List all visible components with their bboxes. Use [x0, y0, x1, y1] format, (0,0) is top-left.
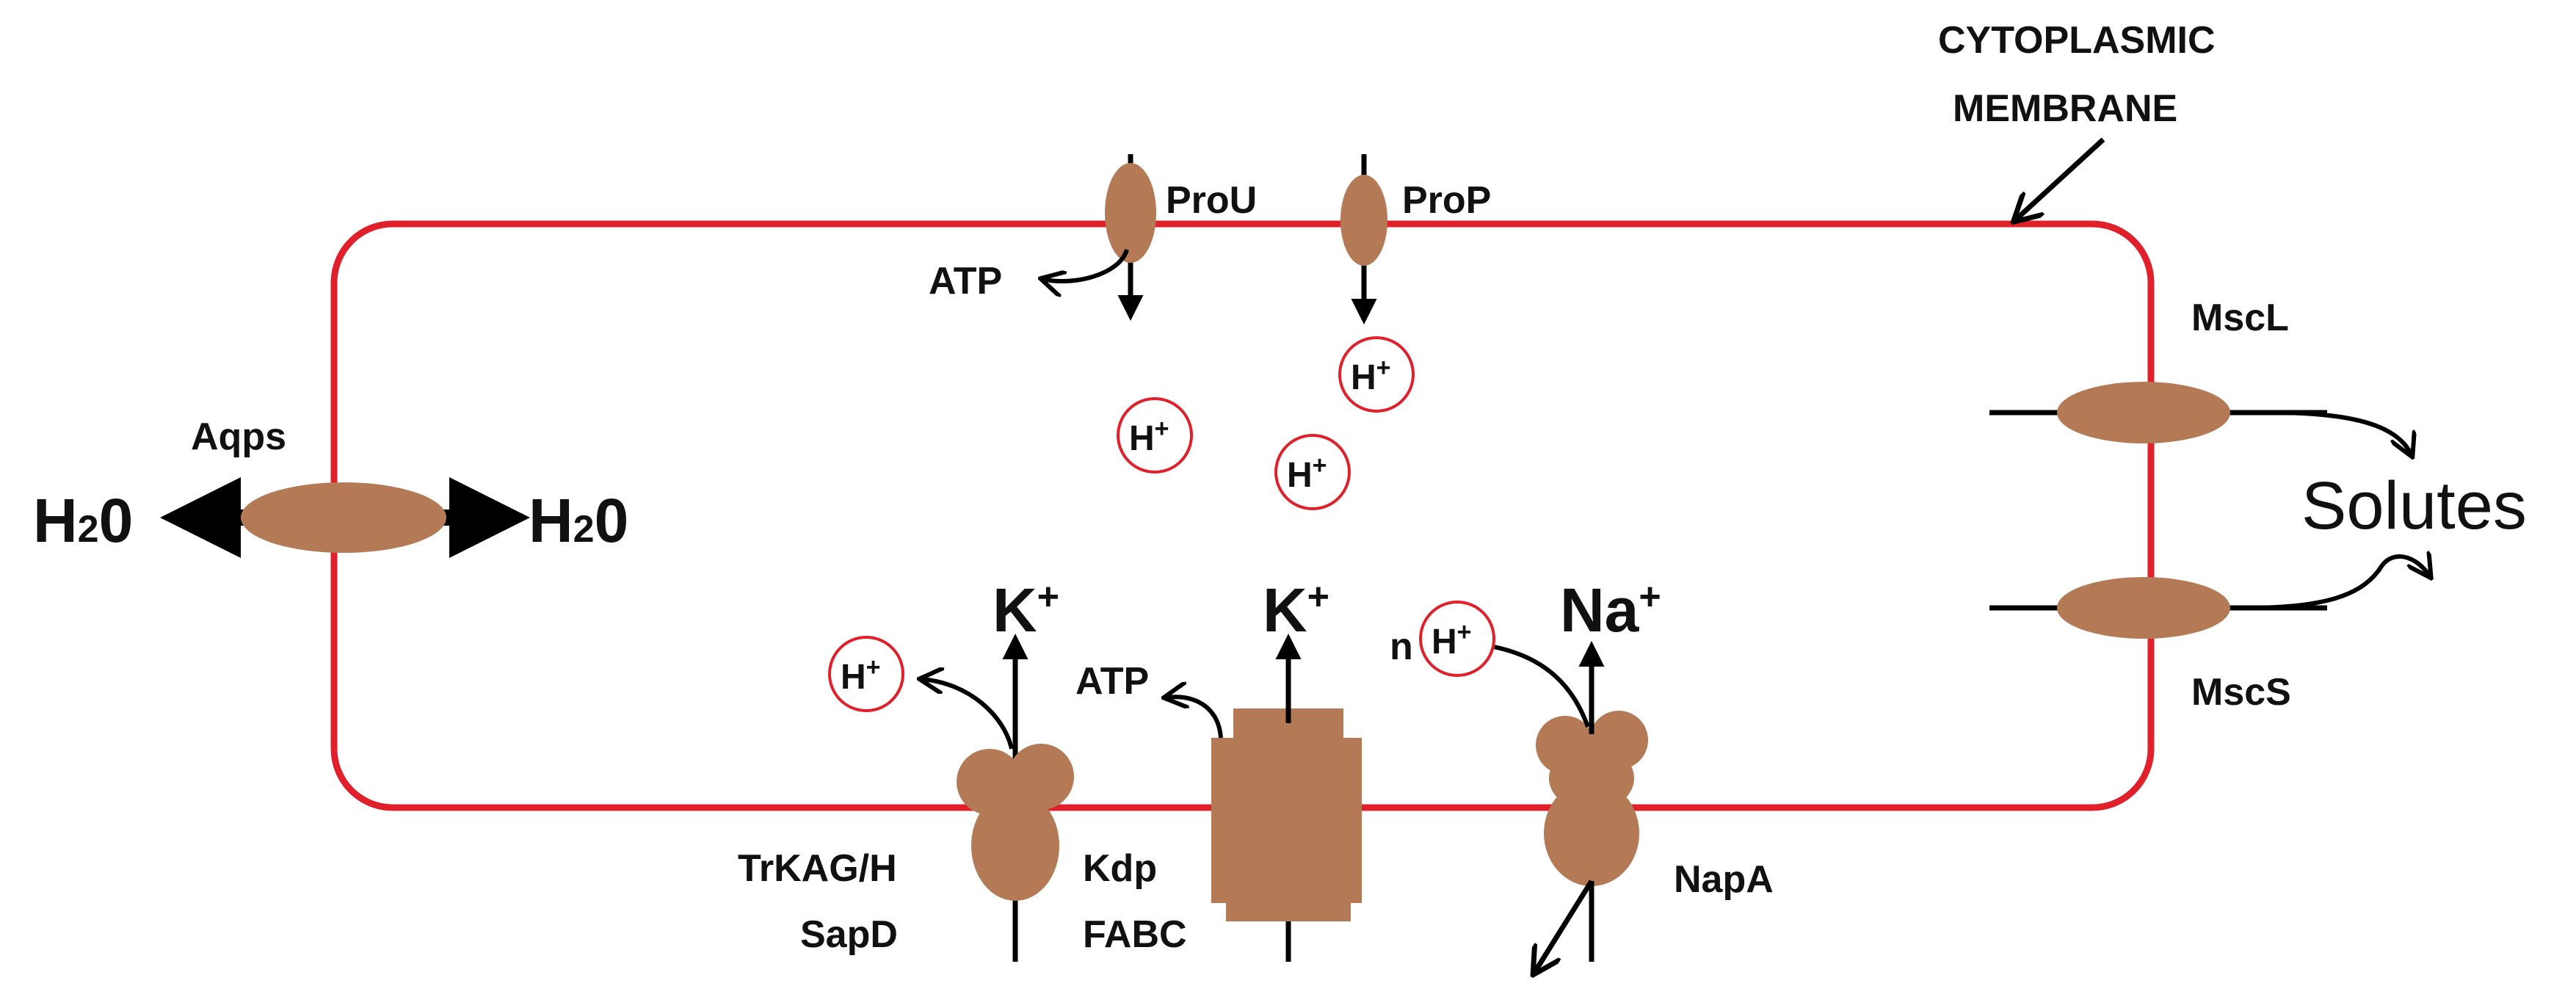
h-ion-center-left: H+ [1117, 397, 1193, 474]
svg-text:H+: H+ [1432, 618, 1472, 661]
aquaporin-protein [241, 482, 446, 553]
kdp-label-line1: Kdp [1083, 847, 1157, 890]
h-ion-center-right: H+ [1274, 434, 1351, 510]
aqps-label: Aqps [191, 416, 286, 458]
solutes-label: Solutes [2301, 468, 2527, 543]
mscl-protein [2057, 382, 2230, 443]
h2o-left-label: H20 [33, 486, 133, 555]
napa-protein-lower [1544, 780, 1639, 886]
svg-text:H+: H+ [1129, 415, 1169, 458]
kdp-protein [1211, 708, 1362, 921]
trk-protein-lower [971, 791, 1059, 901]
membrane-label-line2: MEMBRANE [1953, 87, 2177, 130]
prop-protein [1340, 175, 1387, 266]
n-prefix-label: n [1390, 626, 1413, 668]
prop-label: ProP [1402, 179, 1491, 222]
prou-label: ProU [1166, 179, 1257, 222]
trkag-label-line1: TrKAG/H [738, 847, 897, 890]
mscs-label: MscS [2191, 671, 2291, 714]
h-ion-prop: H+ [1338, 336, 1415, 413]
napa-h-exit-arrow [1534, 880, 1594, 973]
atp-label-prou: ATP [929, 260, 1002, 302]
napa-h-import-arrow [1490, 644, 1590, 728]
na-label: Na+ [1560, 576, 1661, 645]
trk-h-arrow [921, 679, 1014, 750]
membrane-pointer-arrow [2015, 137, 2105, 220]
h2o-right-label: H20 [529, 486, 628, 555]
h-ion-napa: H+ [1419, 601, 1495, 677]
kdp-atp-arrow [1166, 697, 1223, 739]
prou-atp-arrow [1042, 248, 1129, 281]
membrane-label-line1: CYTOPLASMIC [1938, 19, 2216, 62]
k-label-kdp: K+ [1263, 576, 1329, 645]
k-label-trk: K+ [993, 576, 1059, 645]
h-ion-trk: H+ [828, 636, 904, 712]
atp-label-kdp: ATP [1075, 660, 1149, 703]
kdp-label-line2: FABC [1083, 913, 1187, 956]
svg-text:H+: H+ [1287, 452, 1327, 495]
mscl-label: MscL [2191, 297, 2289, 339]
svg-text:H+: H+ [841, 653, 881, 697]
mscs-protein [2057, 577, 2230, 639]
mscs-solute-arrow [2231, 556, 2430, 611]
trkag-label-line2: SapD [800, 913, 898, 956]
napa-label: NapA [1674, 858, 1774, 901]
mscl-solute-arrow [2231, 410, 2412, 455]
prou-protein [1105, 163, 1156, 263]
svg-text:H+: H+ [1351, 354, 1391, 397]
